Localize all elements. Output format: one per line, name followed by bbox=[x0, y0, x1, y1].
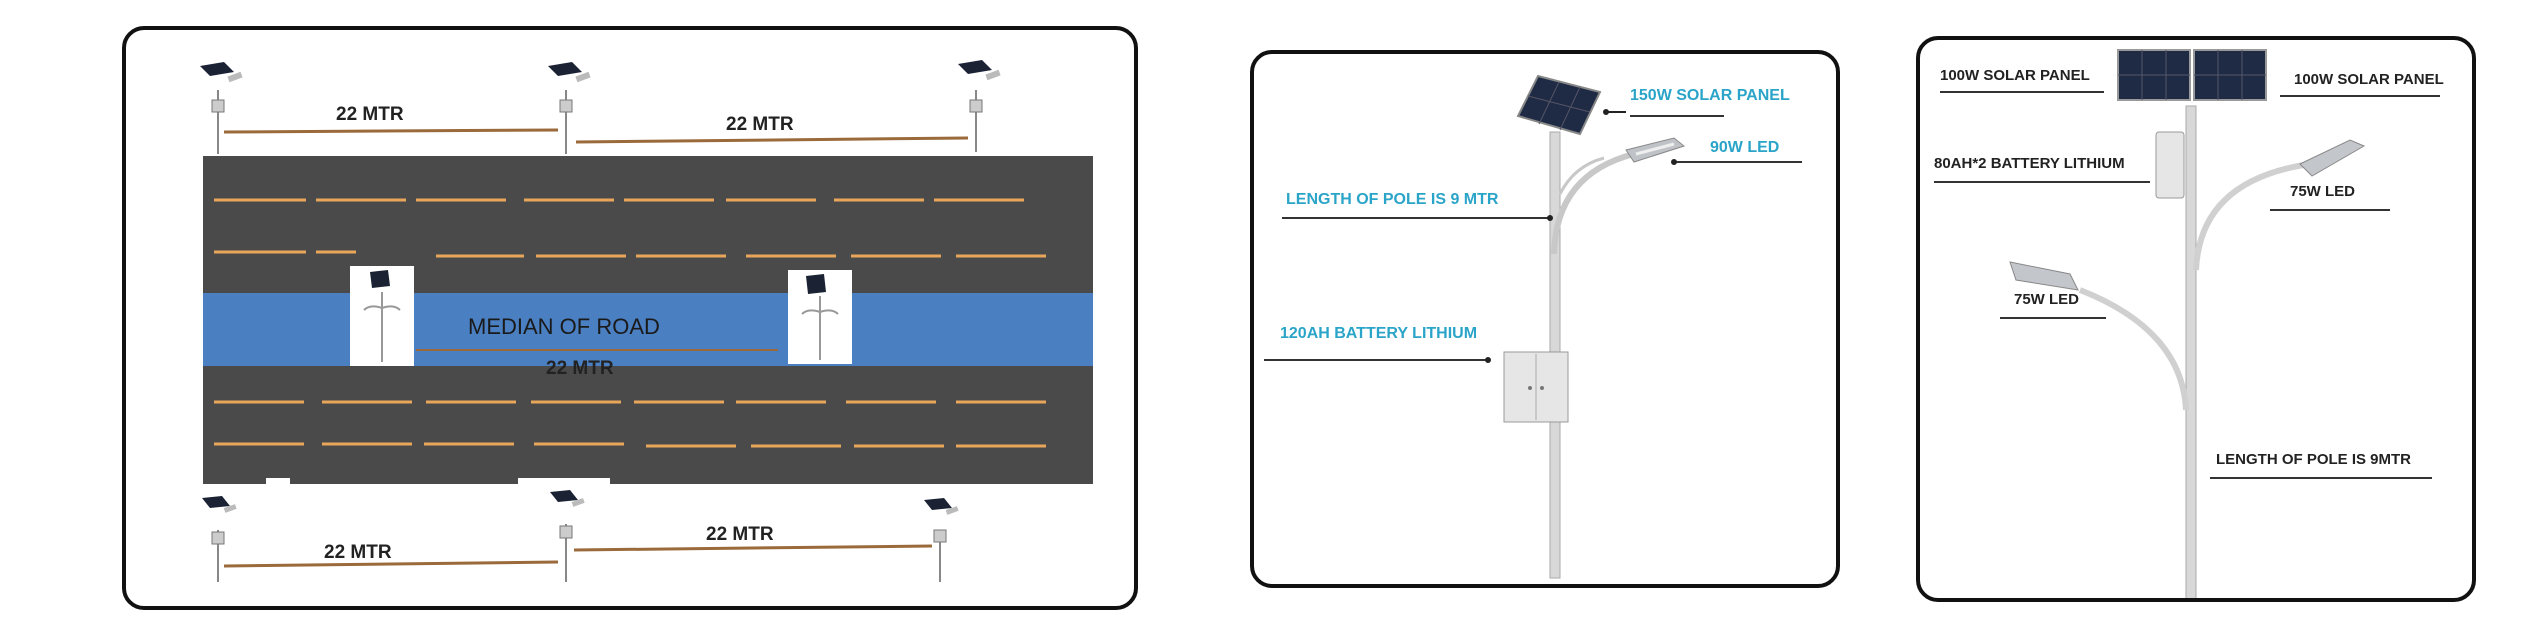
led-head-right bbox=[2299, 139, 2366, 177]
median-light-2 bbox=[788, 270, 852, 364]
solar-panel-left bbox=[2117, 49, 2191, 101]
spacing-line-top-1 bbox=[223, 128, 559, 134]
street-light-bottom-2 bbox=[550, 490, 585, 582]
double-arm-pole-diagram: 100W SOLAR PANEL 100W SOLAR PANEL 80AH*2… bbox=[1934, 49, 2444, 598]
spacing-label-top-1: 22 MTR bbox=[336, 104, 404, 125]
street-light-bottom-1 bbox=[202, 496, 237, 582]
led-label: 90W LED bbox=[1710, 139, 1779, 156]
median-label: MEDIAN OF ROAD bbox=[468, 314, 660, 339]
single-arm-pole-diagram: 150W SOLAR PANEL 90W LED LENGTH OF POLE … bbox=[1264, 74, 1802, 579]
double-arm-pole-panel: 100W SOLAR PANEL 100W SOLAR PANEL 80AH*2… bbox=[1916, 36, 2476, 602]
road-layout-diagram: 22 MTR 22 MTR MEDIAN OF ROAD 22 MTR bbox=[200, 60, 1093, 582]
solar-panel-left-label: 100W SOLAR PANEL bbox=[1940, 67, 2090, 84]
single-arm-pole-panel: 150W SOLAR PANEL 90W LED LENGTH OF POLE … bbox=[1250, 50, 1840, 588]
spacing-label-top-2: 22 MTR bbox=[726, 114, 794, 135]
street-light-top-1 bbox=[200, 62, 243, 154]
battery-box bbox=[1503, 351, 1569, 423]
led-right-label: 75W LED bbox=[2290, 183, 2355, 200]
spacing-line-bottom-2 bbox=[573, 544, 933, 552]
led-head-left bbox=[2009, 261, 2079, 291]
spacing-label-bottom-1: 22 MTR bbox=[324, 542, 392, 563]
road-bottom bbox=[203, 366, 1093, 484]
spacing-line-bottom-1 bbox=[223, 560, 559, 568]
battery-box bbox=[2155, 131, 2185, 199]
led-left-label: 75W LED bbox=[2014, 291, 2079, 308]
battery-label: 80AH*2 BATTERY LITHIUM bbox=[1934, 155, 2125, 172]
spacing-line-top-2 bbox=[575, 136, 969, 144]
led-head bbox=[1625, 137, 1686, 163]
solar-panel-right-label: 100W SOLAR PANEL bbox=[2294, 71, 2444, 88]
street-light-top-3 bbox=[958, 60, 1001, 152]
street-light-bottom-3 bbox=[924, 498, 959, 582]
battery-label: 120AH BATTERY LITHIUM bbox=[1280, 325, 1477, 342]
spacing-label-bottom-2: 22 MTR bbox=[706, 524, 774, 545]
pole bbox=[2185, 105, 2197, 598]
lane-markings bbox=[214, 198, 1046, 448]
pole-length-label: LENGTH OF POLE IS 9MTR bbox=[2216, 451, 2411, 468]
street-light-top-2 bbox=[548, 62, 591, 154]
solar-panel bbox=[1516, 74, 1602, 136]
road-top bbox=[203, 156, 1093, 294]
median-light-1 bbox=[350, 266, 414, 366]
road-layout-panel: 22 MTR 22 MTR MEDIAN OF ROAD 22 MTR bbox=[122, 26, 1138, 610]
solar-panel-label: 150W SOLAR PANEL bbox=[1630, 87, 1790, 104]
pole-length-label: LENGTH OF POLE IS 9 MTR bbox=[1286, 191, 1499, 208]
median-spacing-label: 22 MTR bbox=[546, 358, 614, 379]
solar-panel-right bbox=[2193, 49, 2267, 101]
